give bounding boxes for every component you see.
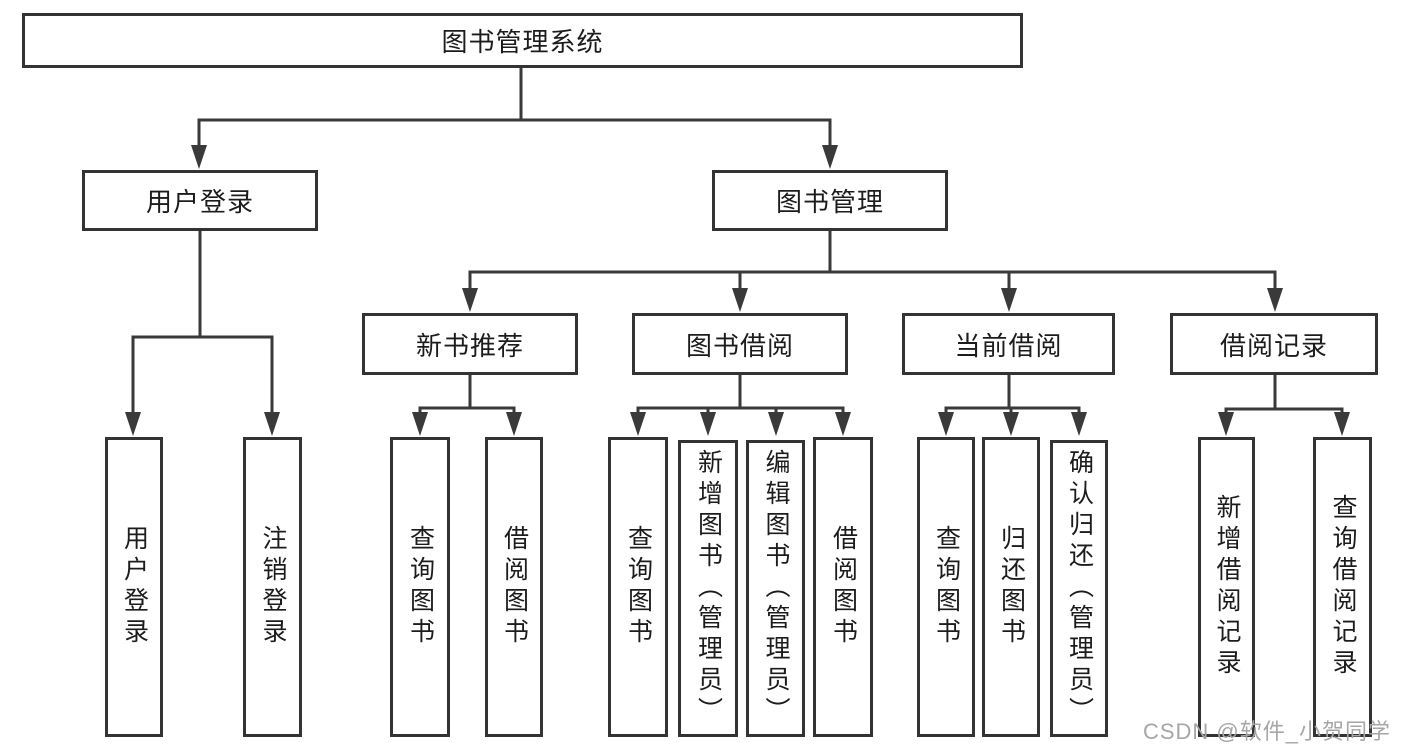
arrowhead-cb-query <box>938 412 954 436</box>
arrowhead-cur-borrow <box>1001 288 1017 312</box>
node-book-borrowing: 图书借阅 <box>632 313 848 375</box>
csdn-watermark: CSDN @软件_小贺同学 <box>1142 719 1391 744</box>
arrowhead-new-rec <box>462 288 478 312</box>
connector-book-borrow-rail <box>636 406 845 416</box>
connector-borrow-rec-rail <box>1224 407 1344 416</box>
arrowhead-leaf-login <box>125 412 141 436</box>
arrowhead-cb-return <box>1003 412 1019 436</box>
leaf-bb-add-books-admin: 新增图书（管理员） <box>678 440 738 737</box>
connector-level3-rail <box>468 270 1277 292</box>
leaf-nr-query-books: 查询图书 <box>390 437 450 737</box>
arrowhead-bb-add <box>700 412 716 436</box>
node-book-management: 图书管理 <box>712 170 948 231</box>
leaf-nr-borrow-books: 借阅图书 <box>485 437 543 737</box>
leaf-br-add-record: 新增借阅记录 <box>1198 437 1255 737</box>
leaf-bb-edit-books-admin: 编辑图书（管理员） <box>746 440 805 737</box>
arrowhead-nr-borrow <box>506 412 522 436</box>
node-borrowing-records: 借阅记录 <box>1170 313 1378 375</box>
node-user-login: 用户登录 <box>82 170 318 231</box>
arrowhead-user-login <box>191 145 207 169</box>
arrowhead-cb-confirm <box>1071 412 1087 436</box>
arrowhead-nr-query <box>412 412 428 436</box>
leaf-cb-confirm-return-admin: 确认归还（管理员） <box>1050 440 1108 737</box>
arrowhead-borrow-rec <box>1267 288 1283 312</box>
arrowhead-br-add <box>1218 412 1234 436</box>
connector-new-rec-rail <box>418 406 516 416</box>
leaf-user-login: 用户登录 <box>105 437 163 737</box>
arrowhead-br-query <box>1334 412 1350 436</box>
leaf-bb-query-books: 查询图书 <box>608 437 668 737</box>
arrowhead-book-mgmt <box>822 145 838 169</box>
arrowhead-bb-query <box>630 412 646 436</box>
leaf-cb-return-books: 归还图书 <box>982 437 1040 737</box>
leaf-cb-query-books: 查询图书 <box>917 437 975 737</box>
leaf-logout: 注销登录 <box>243 437 302 737</box>
arrowhead-bb-borrow <box>835 412 851 436</box>
arrowhead-bb-edit <box>768 412 784 436</box>
arrowhead-book-borrow <box>732 288 748 312</box>
node-root-system: 图书管理系统 <box>22 13 1023 68</box>
leaf-bb-borrow-books: 借阅图书 <box>813 437 873 737</box>
connector-user-login-rail <box>131 335 274 414</box>
connector-level2-rail <box>197 118 832 150</box>
node-new-book-recommendation: 新书推荐 <box>362 313 578 375</box>
node-current-borrowing: 当前借阅 <box>902 313 1115 375</box>
leaf-br-query-record: 查询借阅记录 <box>1313 437 1372 737</box>
arrowhead-leaf-logout <box>264 412 280 436</box>
connector-cur-borrow-rail <box>944 406 1081 416</box>
